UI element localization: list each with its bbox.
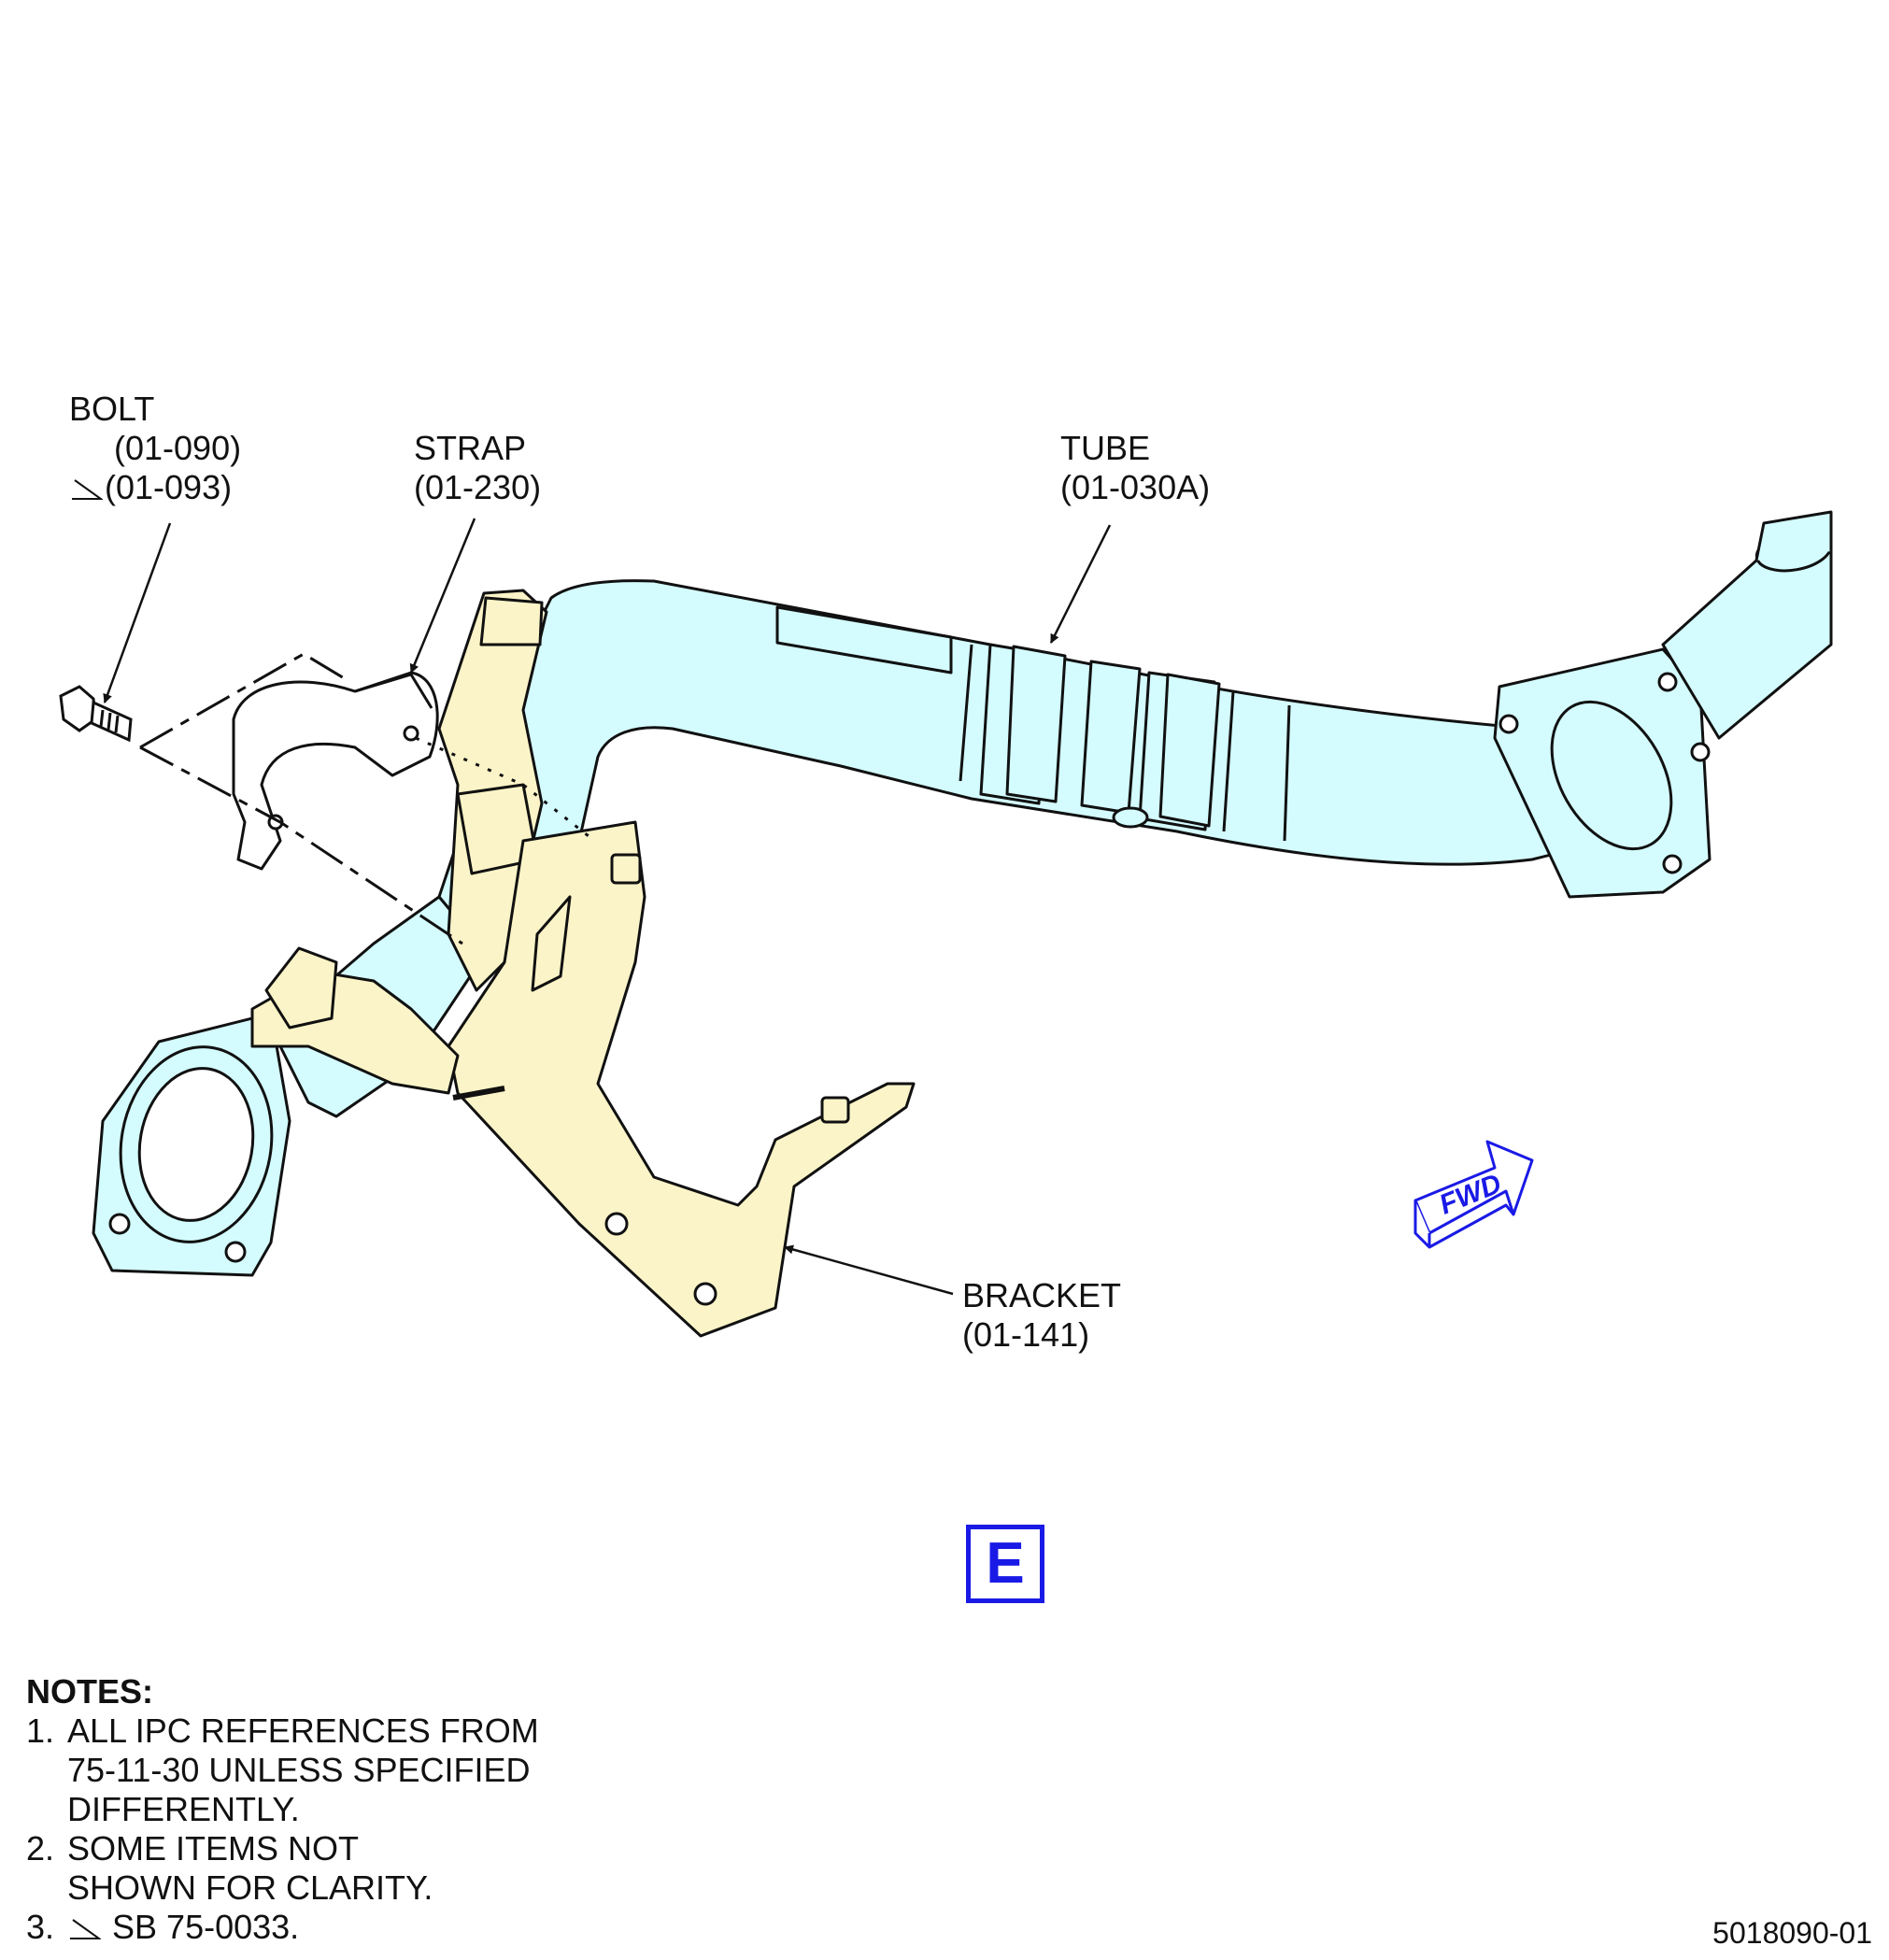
tube-part (92, 510, 1833, 1277)
view-identifier: E (966, 1525, 1044, 1603)
assembly-center-line (139, 652, 589, 945)
bolt-ref-2: (01-093) (105, 468, 233, 506)
tube-name: TUBE (1060, 429, 1151, 467)
notes-title: NOTES: (26, 1672, 154, 1711)
note-item: 3. SB 75-0033. (26, 1908, 300, 1946)
service-bulletin-triangle-icon (70, 1919, 101, 1939)
bracket-part (250, 589, 916, 1338)
bracket-leader (784, 1244, 954, 1296)
tube-ref: (01-030A) (1060, 468, 1211, 506)
note-item: 2.SOME ITEMS NOT SHOWN FOR CLARITY. (26, 1829, 433, 1907)
bolt-leader (103, 522, 172, 703)
strap-callout: STRAP (01-230) (414, 429, 541, 507)
notes-block: NOTES: 1.ALL IPC REFERENCES FROM 75-11-3… (26, 1672, 539, 1947)
bolt-part (59, 685, 133, 743)
bolt-ref-1: (01-090) (114, 429, 242, 467)
tube-callout: TUBE (01-030A) (1060, 429, 1210, 507)
bracket-name: BRACKET (962, 1276, 1122, 1314)
tube-leader (1049, 524, 1112, 644)
strap-ref: (01-230) (414, 468, 542, 506)
strap-part (232, 671, 439, 871)
forward-direction-arrow (1413, 1140, 1534, 1249)
strap-name: STRAP (414, 429, 527, 467)
service-bulletin-triangle-icon (72, 479, 103, 500)
note-item: 1.ALL IPC REFERENCES FROM 75-11-30 UNLES… (26, 1711, 539, 1828)
strap-leader (409, 518, 476, 674)
drawing-number: 5018090-01 (1712, 1916, 1872, 1950)
bracket-callout: BRACKET (01-141) (962, 1276, 1121, 1355)
bolt-callout: BOLT (01-090) (01-093) (69, 390, 241, 507)
bolt-name: BOLT (69, 390, 155, 428)
leader-lines (103, 518, 1112, 1296)
bracket-ref: (01-141) (962, 1315, 1090, 1354)
